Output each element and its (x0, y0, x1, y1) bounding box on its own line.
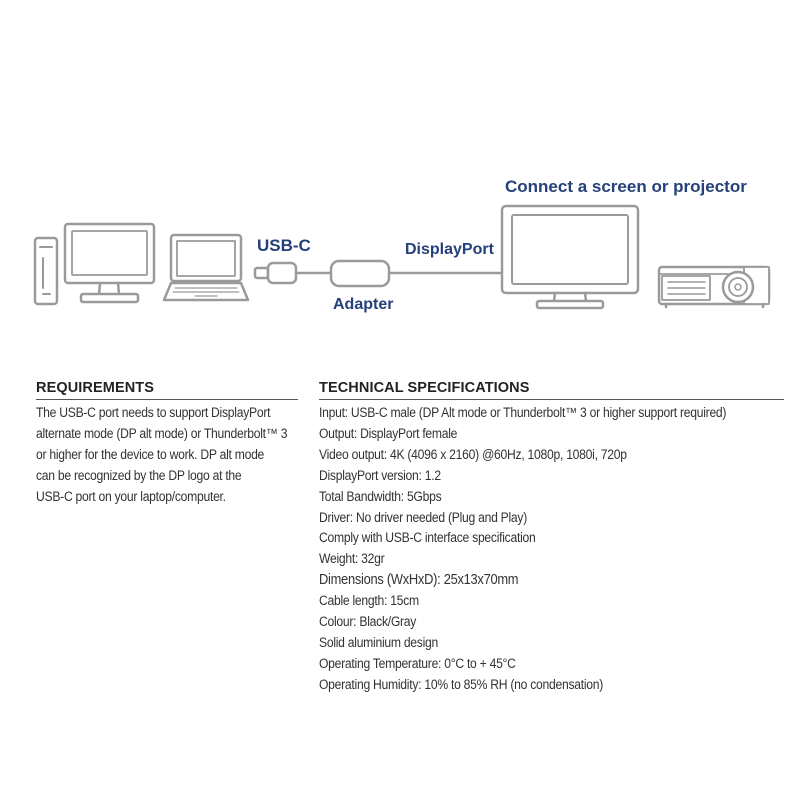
adapter-label: Adapter (333, 296, 394, 313)
requirements-line: can be recognized by the DP logo at the (36, 467, 242, 483)
requirements-section: REQUIREMENTS The USB-C port needs to sup… (36, 380, 298, 508)
requirements-line: The USB-C port needs to support DisplayP… (36, 405, 271, 420)
requirements-heading: REQUIREMENTS (36, 380, 298, 400)
connection-diagram (33, 204, 771, 310)
requirements-line: USB-C port on your laptop/computer. (36, 488, 226, 504)
spec-output: Output: DisplayPort female (319, 425, 458, 441)
spec-input: Input: USB-C male (DP Alt mode or Thunde… (319, 405, 727, 420)
requirements-line: or higher for the device to work. DP alt… (36, 446, 265, 462)
spec-cable-length: Cable length: 15cm (319, 593, 419, 609)
spec-compliance: Comply with USB-C interface specificatio… (319, 530, 536, 546)
spec-colour: Colour: Black/Gray (319, 614, 417, 630)
spec-displayport-version: DisplayPort version: 1.2 (319, 467, 441, 483)
usbc-plug-icon (253, 261, 298, 285)
technical-specifications-section: TECHNICAL SPECIFICATIONS Input: USB-C ma… (319, 380, 784, 696)
spec-video-output: Video output: 4K (4096 x 2160) @60Hz, 10… (319, 446, 627, 462)
monitor-icon (63, 222, 156, 304)
spec-bandwidth: Total Bandwidth: 5Gbps (319, 488, 442, 504)
spec-operating-temperature: Operating Temperature: 0°C to + 45°C (319, 655, 516, 671)
projector-icon (657, 265, 771, 309)
usbc-label: USB-C (257, 236, 311, 255)
spec-operating-humidity: Operating Humidity: 10% to 85% RH (no co… (319, 676, 604, 692)
large-monitor-icon (500, 204, 640, 310)
connect-screen-label: Connect a screen or projector (505, 177, 747, 196)
spec-material: Solid aluminium design (319, 634, 439, 650)
spec-dimensions: Dimensions (WxHxD): 25x13x70mm (319, 572, 519, 589)
spec-weight: Weight: 32gr (319, 551, 385, 567)
spec-driver: Driver: No driver needed (Plug and Play) (319, 509, 528, 525)
requirements-line: alternate mode (DP alt mode) or Thunderb… (36, 425, 288, 441)
desktop-tower-icon (33, 236, 59, 306)
displayport-label: DisplayPort (405, 241, 494, 258)
laptop-icon (162, 233, 250, 302)
adapter-icon (329, 259, 391, 288)
specifications-heading: TECHNICAL SPECIFICATIONS (319, 380, 784, 400)
